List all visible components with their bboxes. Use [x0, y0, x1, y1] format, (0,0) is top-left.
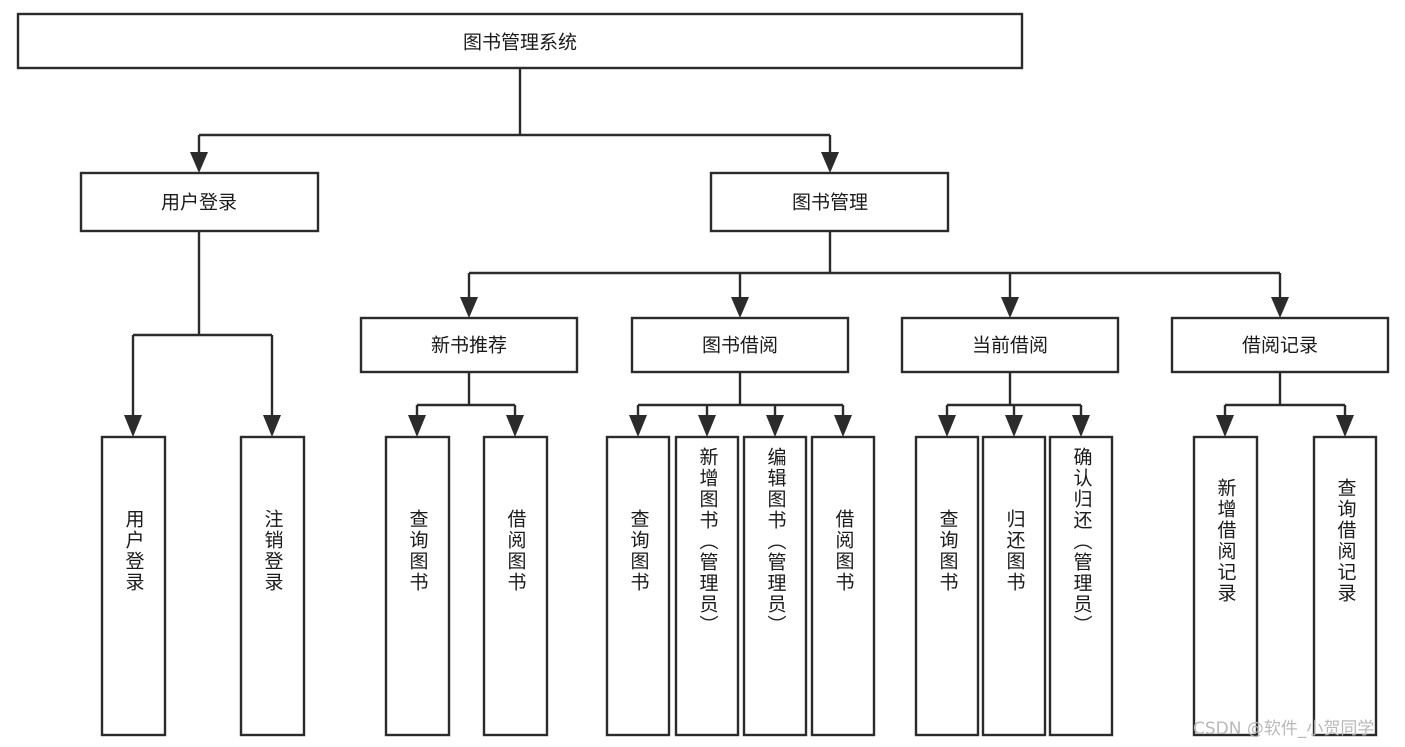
node-user-login-label: 用户登录 [161, 192, 237, 214]
connector-userlogin-trunk [131, 231, 274, 420]
leaf-box-br-query-record[interactable] [1312, 435, 1378, 737]
leaf-box-br-add-record[interactable] [1192, 435, 1259, 737]
leaf-box-bb-edit-book[interactable] [742, 435, 808, 737]
leaf-label-cb-query-book: 查询图书 [937, 509, 959, 593]
arrow-head-cb-return-book [1005, 415, 1023, 437]
leaf-label-bb-query-book: 查询图书 [628, 509, 650, 593]
leaf-node-cb-query-book[interactable]: 查询图书 [914, 435, 980, 737]
connector-borrowrecord-trunk [1223, 372, 1347, 420]
node-borrow-record[interactable]: 借阅记录 [1170, 316, 1390, 374]
leaf-node-br-add-record[interactable]: 新增借阅记录 [1192, 435, 1259, 737]
leaf-node-cb-confirm-return[interactable]: 确认归还（管理员） [1048, 435, 1114, 737]
leaf-box-bb-borrow-book[interactable] [810, 435, 876, 737]
leaf-box-cb-confirm-return[interactable] [1048, 435, 1114, 737]
leaf-label-br-add-record: 新增借阅记录 [1215, 478, 1237, 604]
leaf-node-bb-add-book[interactable]: 新增图书（管理员） [674, 435, 740, 737]
arrow-head-book-borrow [731, 297, 749, 318]
arrow-head-user-login [190, 152, 208, 173]
node-root-box[interactable] [16, 12, 1024, 70]
arrow-head-nbr-borrow-book [506, 415, 524, 437]
node-book-borrow-box[interactable] [630, 316, 850, 374]
arrow-head-borrow-record [1271, 297, 1289, 318]
leaf-node-br-query-record[interactable]: 查询借阅记录 [1312, 435, 1378, 737]
leaf-node-cb-return-book[interactable]: 归还图书 [981, 435, 1047, 737]
leaf-node-bb-borrow-book[interactable]: 借阅图书 [810, 435, 876, 737]
arrow-head-br-add-record [1216, 415, 1234, 437]
leaf-label-bb-borrow-book: 借阅图书 [833, 509, 855, 593]
node-current-borrow-label: 当前借阅 [972, 335, 1048, 357]
connector-newbookrec-trunk [415, 372, 517, 420]
leaf-box-nbr-query-book[interactable] [384, 435, 451, 737]
leaf-node-leaf-user-logout[interactable]: 注销登录 [239, 435, 306, 737]
arrow-head-cb-query-book [938, 415, 956, 437]
arrow-head-bb-borrow-book [834, 415, 852, 437]
arrow-head-current-borrow [1001, 297, 1019, 318]
connector-root-trunk [197, 68, 832, 157]
leaf-box-bb-add-book[interactable] [674, 435, 740, 737]
leaf-label-cb-return-book: 归还图书 [1004, 509, 1026, 593]
node-book-borrow[interactable]: 图书借阅 [630, 316, 850, 374]
node-book-manage-label: 图书管理 [792, 192, 868, 214]
node-book-borrow-label: 图书借阅 [702, 335, 778, 357]
arrow-head-bb-edit-book [766, 415, 784, 437]
leaf-box-leaf-user-login[interactable] [100, 435, 167, 737]
connector-layer [124, 68, 1354, 437]
node-new-book-rec-label: 新书推荐 [431, 335, 507, 357]
node-borrow-record-label: 借阅记录 [1242, 335, 1318, 357]
arrow-head-leaf-user-login [124, 415, 142, 437]
arrow-head-leaf-user-logout [263, 415, 281, 437]
node-new-book-rec[interactable]: 新书推荐 [359, 316, 579, 374]
node-user-login[interactable]: 用户登录 [79, 171, 320, 233]
leaf-box-nbr-borrow-book[interactable] [482, 435, 549, 737]
node-current-borrow[interactable]: 当前借阅 [900, 316, 1120, 374]
arrow-head-book-manage [821, 152, 839, 173]
leaf-label-nbr-query-book: 查询图书 [407, 509, 429, 593]
node-current-borrow-box[interactable] [900, 316, 1120, 374]
node-new-book-rec-box[interactable] [359, 316, 579, 374]
node-book-manage-box[interactable] [709, 171, 950, 233]
node-root[interactable]: 图书管理系统 [16, 12, 1024, 70]
leaf-node-bb-edit-book[interactable]: 编辑图书（管理员） [742, 435, 808, 737]
leaf-label-bb-add-book: 新增图书（管理员） [697, 447, 719, 636]
arrow-head-bb-add-book [698, 415, 716, 437]
arrow-head-br-query-record [1336, 415, 1354, 437]
leaf-label-br-query-record: 查询借阅记录 [1335, 478, 1357, 604]
leaf-node-nbr-query-book[interactable]: 查询图书 [384, 435, 451, 737]
leaf-label-leaf-user-login: 用户登录 [123, 509, 145, 593]
leaf-label-leaf-user-logout: 注销登录 [262, 509, 284, 593]
leaf-box-cb-return-book[interactable] [981, 435, 1047, 737]
arrow-head-nbr-query-book [408, 415, 426, 437]
leaf-box-bb-query-book[interactable] [605, 435, 671, 737]
node-user-login-box[interactable] [79, 171, 320, 233]
arrow-head-bb-query-book [629, 415, 647, 437]
leaf-label-cb-confirm-return: 确认归还（管理员） [1071, 447, 1093, 636]
arrow-head-new-book-rec [460, 297, 478, 318]
connector-bookborrow-trunk [636, 372, 845, 420]
leaf-node-nbr-borrow-book[interactable]: 借阅图书 [482, 435, 549, 737]
leaf-node-leaf-user-login[interactable]: 用户登录 [100, 435, 167, 737]
connector-bookmanage-trunk [467, 231, 1282, 302]
arrow-head-cb-confirm-return [1072, 415, 1090, 437]
leaf-label-bb-edit-book: 编辑图书（管理员） [765, 447, 787, 636]
leaf-node-bb-query-book[interactable]: 查询图书 [605, 435, 671, 737]
leaf-label-nbr-borrow-book: 借阅图书 [505, 509, 527, 593]
node-book-manage[interactable]: 图书管理 [709, 171, 950, 233]
node-root-label: 图书管理系统 [463, 32, 577, 54]
leaf-box-cb-query-book[interactable] [914, 435, 980, 737]
leaf-box-leaf-user-logout[interactable] [239, 435, 306, 737]
node-borrow-record-box[interactable] [1170, 316, 1390, 374]
connector-currentborrow-trunk [945, 372, 1083, 420]
